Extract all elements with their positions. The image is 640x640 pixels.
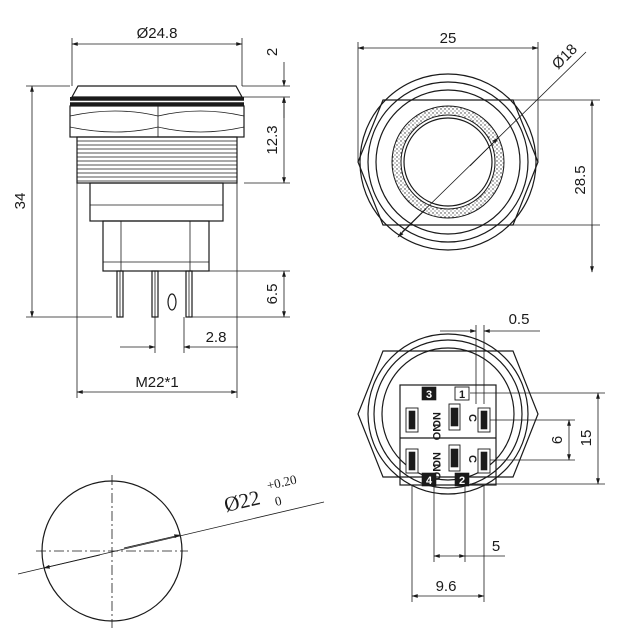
button-face [403,117,493,207]
switch-block [399,384,497,486]
dim-pin-pitch: 2.8 [206,329,227,346]
pin2-marker [454,472,470,487]
dim-inner-height: 6 [549,436,566,444]
head-cap [70,85,244,98]
pin-view: 3 1 NC NO C NC NO C 4 2 [357,311,605,602]
upper-nc-label: NC [430,412,442,428]
pin1-marker [454,386,470,401]
hex-nut [69,105,245,138]
dim-head-diameter: Ø24.8 [137,25,178,42]
upper-no-label: NO [430,424,442,441]
dim-hex-height: 28.5 [572,165,589,194]
front-view: 25 28.5 Ø18 [357,30,600,273]
pin4-label: 4 [426,475,433,487]
switch-housing [102,220,210,272]
dim-cutout-diameter: Ø22 [222,485,263,517]
dim-body-height: 12.3 [264,125,281,154]
pin3-marker [421,386,437,401]
side-view: Ø24.8 2 12.3 34 6.5 2.8 M22*1 [12,25,290,398]
dim-total-height: 34 [12,193,29,210]
lower-nc-label: NC [430,452,442,468]
lower-switch: NC NO C 4 2 [405,444,491,487]
pin1-label: 1 [459,389,465,401]
panel-cutout: Ø22 +0.20 0 [17,472,325,628]
upper-switch: 3 1 NC NO C [405,386,491,441]
dim-head-height: 2 [264,48,281,56]
pin3-label: 3 [426,389,432,401]
dim-outer-height: 15 [578,430,595,447]
dim-pin-length: 6.5 [264,284,281,305]
dim-pin-width: 5 [492,538,500,555]
dim-cutout-tol-plus: +0.20 [265,472,298,493]
dim-ring-diameter: Ø18 [549,41,581,73]
dim-pin-offset: 0.5 [509,311,530,328]
hex-outline-rear [357,350,539,478]
terminal-pins [116,270,193,318]
dim-hex-width: 25 [440,30,457,47]
dim-thread: M22*1 [135,374,178,391]
thread-lines [77,140,237,182]
dim-pin-span: 9.6 [436,578,457,595]
pin4-marker [421,472,437,487]
pin2-label: 2 [459,475,465,487]
threaded-body [76,136,238,184]
upper-c-label: C [466,414,478,422]
dim-cutout-tol-minus: 0 [273,493,283,509]
outer-rim [359,73,537,251]
lower-c-label: C [466,455,478,463]
lower-body [89,182,224,222]
